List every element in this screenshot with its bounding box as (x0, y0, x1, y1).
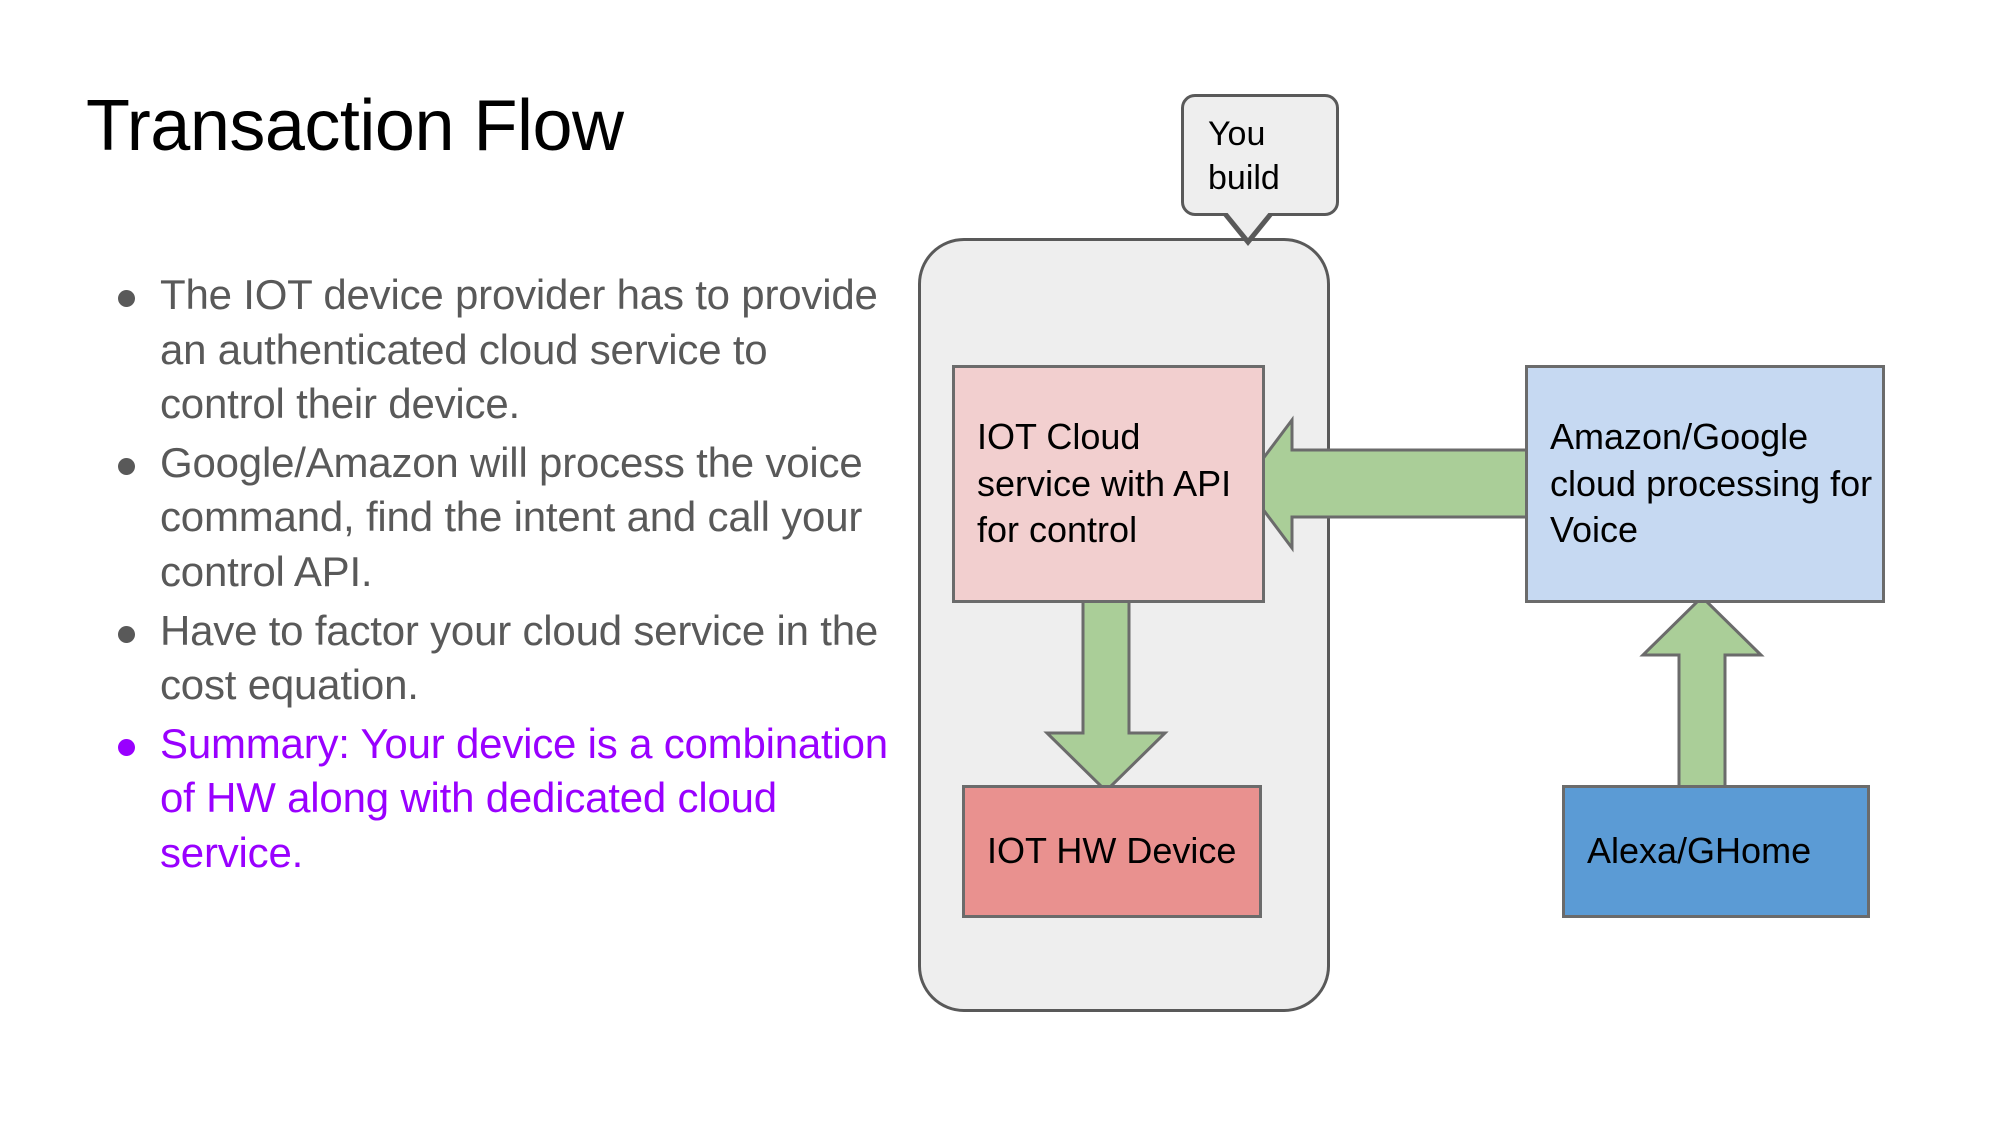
you-build-callout: You build (1181, 94, 1339, 216)
bullet-dot-icon (92, 717, 160, 756)
bullet-dot-icon (92, 604, 160, 643)
list-item: The IOT device provider has to provide a… (92, 268, 892, 432)
list-item-text: Summary: Your device is a combination of… (160, 719, 888, 876)
list-item: Google/Amazon will process the voice com… (92, 436, 892, 600)
node-voice-cloud-processing: Amazon/Google cloud processing for Voice (1525, 365, 1885, 603)
arrow-iot-cloud-to-iot-hw (1043, 596, 1169, 794)
list-item-text: Have to factor your cloud service in the… (160, 606, 879, 709)
bullet-list: The IOT device provider has to provide a… (92, 268, 892, 885)
bullet-dot-icon (92, 268, 160, 307)
arrow-assistant-to-voice-cloud (1639, 594, 1765, 792)
list-item-text: Google/Amazon will process the voice com… (160, 438, 863, 595)
list-item: Have to factor your cloud service in the… (92, 604, 892, 713)
bullet-dot-icon (92, 436, 160, 475)
node-iot-cloud-service: IOT Cloud service with API for control (952, 365, 1265, 603)
page-title: Transaction Flow (86, 86, 624, 166)
node-iot-hw-device: IOT HW Device (962, 785, 1262, 918)
node-alexa-ghome: Alexa/GHome (1562, 785, 1870, 918)
list-item-text: The IOT device provider has to provide a… (160, 271, 878, 428)
list-item-summary: Summary: Your device is a combination of… (92, 717, 892, 881)
arrow-voice-cloud-to-iot-cloud (1242, 415, 1533, 553)
callout-tail-fill-icon (1226, 211, 1270, 238)
